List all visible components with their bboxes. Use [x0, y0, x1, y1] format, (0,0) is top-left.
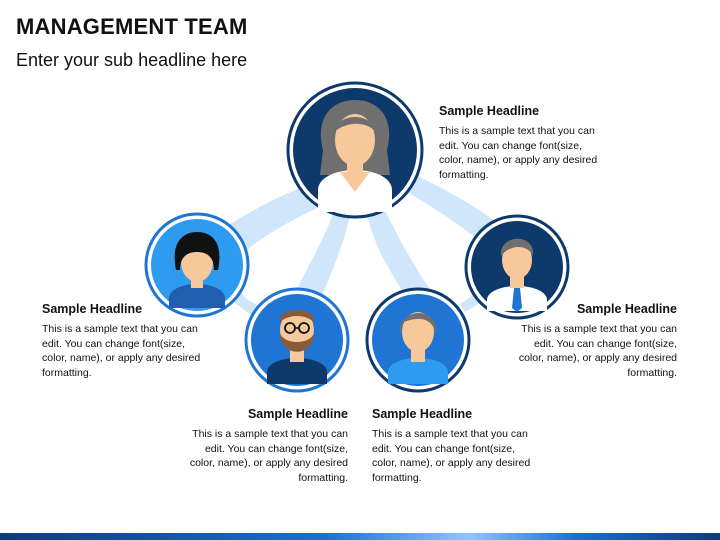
- footer-bar: [0, 533, 720, 540]
- man-avatar-icon: [388, 312, 448, 384]
- woman-short-hair-avatar-icon: [169, 232, 225, 308]
- member-description: This is a sample text that you can edit.…: [42, 323, 201, 379]
- member-headline: Sample Headline: [372, 407, 473, 421]
- member-center-left-avatar: [244, 287, 350, 393]
- man-tie-avatar-icon: [487, 238, 547, 312]
- member-left-avatar: [144, 212, 250, 318]
- connector-center-right: [365, 200, 432, 302]
- member-description: This is a sample text that you can edit.…: [518, 323, 677, 379]
- member-right-avatar: [464, 214, 570, 320]
- member-description: This is a sample text that you can edit.…: [439, 125, 598, 181]
- member-headline: Sample Headline: [576, 302, 677, 316]
- member-headline: Sample Headline: [247, 407, 348, 421]
- member-center-right-text: Sample Headline This is a sample text th…: [372, 407, 542, 485]
- page-subtitle: Enter your sub headline here: [16, 50, 248, 70]
- member-center-left-text: Sample Headline This is a sample text th…: [178, 407, 348, 485]
- connector-left-low: [232, 292, 258, 316]
- woman-avatar-icon: [318, 100, 392, 212]
- member-headline: Sample Headline: [42, 302, 143, 316]
- page-title: MANAGEMENT TEAM: [16, 14, 248, 39]
- connector-center-left: [292, 200, 352, 306]
- member-top-text: Sample Headline This is a sample text th…: [439, 104, 609, 182]
- member-headline: Sample Headline: [439, 104, 540, 118]
- member-description: This is a sample text that you can edit.…: [372, 428, 531, 484]
- bearded-man-glasses-avatar-icon: [267, 310, 327, 384]
- member-top-avatar: [286, 81, 424, 219]
- member-center-right-avatar: [365, 287, 471, 393]
- member-left-text: Sample Headline This is a sample text th…: [42, 302, 212, 380]
- member-right-text: Sample Headline This is a sample text th…: [507, 302, 677, 380]
- member-description: This is a sample text that you can edit.…: [189, 428, 348, 484]
